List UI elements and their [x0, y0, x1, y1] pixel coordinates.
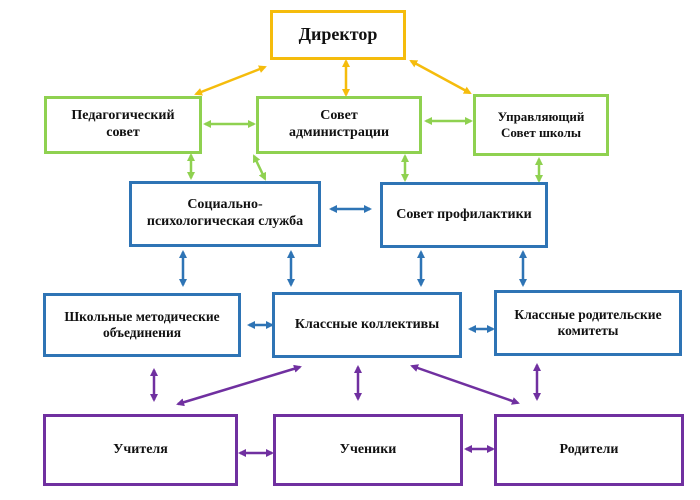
node-students-label: Ученики [339, 441, 397, 457]
node-social-psych-service-label: Социально-психологическая служба [146, 197, 304, 229]
node-parent-committees: Классные родительские комитеты [494, 290, 682, 356]
node-governing-council-label: Управляющий Совет школы [497, 109, 585, 140]
arrow-director-governing-council [409, 59, 472, 95]
arrow-admin-social [252, 154, 267, 181]
node-parent-committees-label: Классные родительские комитеты [514, 306, 662, 338]
arrow-collectives-parents [410, 364, 520, 405]
node-parents-label: Родители [559, 441, 619, 457]
node-social-psych-service: Социально-психологическая служба [129, 181, 321, 247]
node-class-collectives: Классные коллективы [272, 292, 462, 358]
arrow-collectives-teachers [176, 364, 302, 407]
node-teachers: Учителя [43, 414, 238, 486]
node-admin-council-label: Совет администрации [288, 108, 390, 140]
node-prevention-council: Совет профилактики [380, 182, 548, 248]
node-parents: Родители [494, 414, 684, 486]
node-students: Ученики [273, 414, 463, 486]
node-method-unions-label: Школьные методические объединения [64, 308, 220, 340]
node-pedagogical-council-label: Педагогический совет [71, 108, 175, 140]
node-teachers-label: Учителя [113, 441, 168, 457]
node-prevention-council-label: Совет профилактики [396, 206, 532, 222]
node-class-collectives-label: Классные коллективы [294, 316, 440, 332]
node-director: Директор [270, 10, 406, 60]
node-method-unions: Школьные методические объединения [43, 293, 241, 357]
node-admin-council: Совет администрации [256, 96, 422, 154]
arrow-director-ped-council [194, 65, 267, 96]
node-pedagogical-council: Педагогический совет [44, 96, 202, 154]
node-governing-council: Управляющий Совет школы [473, 94, 609, 156]
node-director-label: Директор [298, 24, 378, 45]
